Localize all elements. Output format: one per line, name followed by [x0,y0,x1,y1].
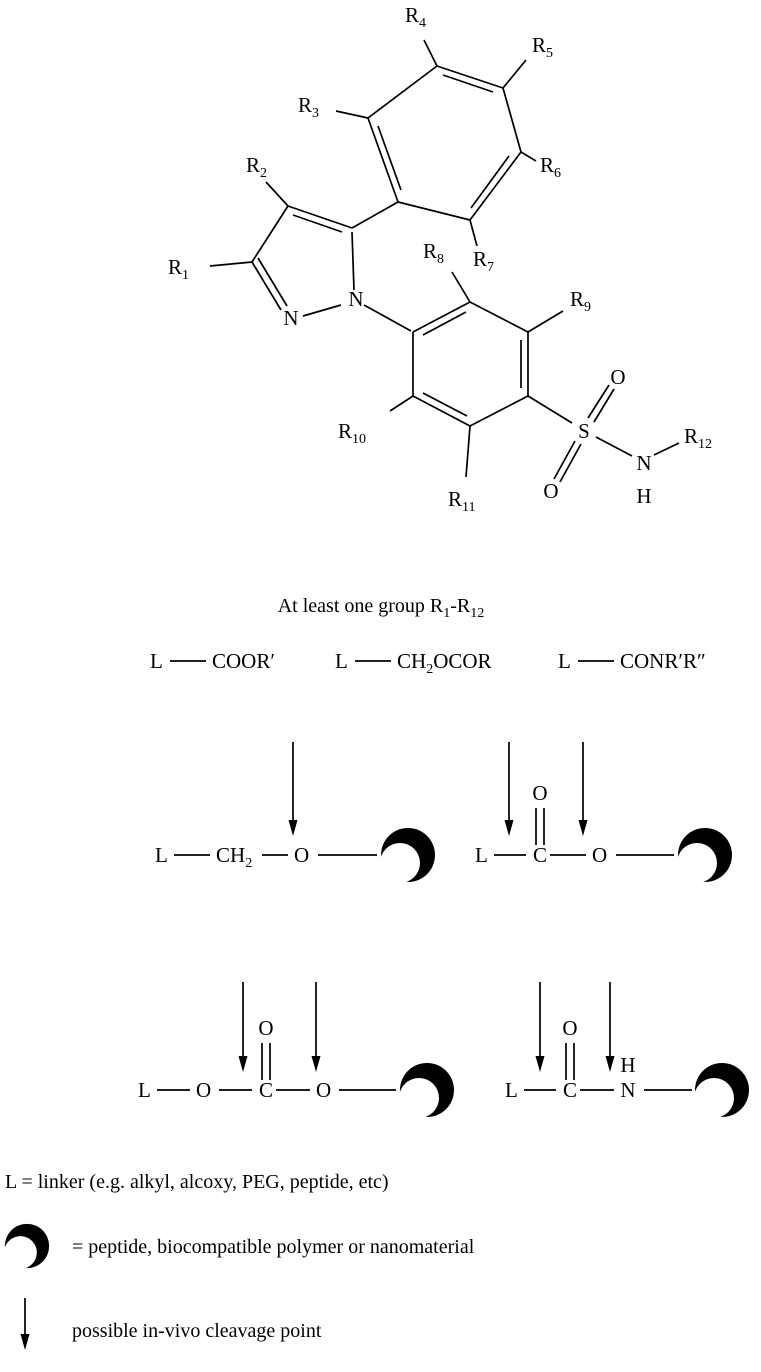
sulfonyl-oxygen-top-label: O [610,365,625,389]
formula-acyloxymethyl-l: L [335,649,348,673]
r12-label: R12 [684,424,712,452]
r7-label: R7 [473,247,494,275]
cleavage-arrow [535,982,545,1072]
r5-label: R5 [532,33,553,61]
legend-cleavage-text: possible in-vivo cleavage point [72,1320,322,1342]
ether-o-label: O [294,843,309,867]
ester-linkage-diagram: L C O O [475,742,732,883]
r11-label: R11 [448,487,476,515]
amide-h-label: H [620,1053,635,1077]
legend-sphere-text: = peptide, biocompatible polymer or nano… [72,1236,475,1258]
pyrazole-ring-bonds [209,181,412,332]
amide-linkage-diagram: L C O N H [505,982,749,1118]
ester-o-label: O [592,843,607,867]
prodrug-formulas: L COOR′ L CH2OCOR L CONR′R″ [150,649,706,677]
ester-c-label: C [533,843,547,867]
top-phenyl-ring-bonds [335,39,537,247]
carbonate-o1-label: O [196,1078,211,1102]
r9-label: R9 [570,287,591,315]
carbonate-linkage-diagram: L O C O O [138,982,454,1118]
cleavage-arrow [504,742,514,836]
legend-linker-text: L = linker (e.g. alkyl, alcoxy, PEG, pep… [5,1171,389,1193]
ester-l-label: L [475,843,488,867]
r6-label: R6 [540,153,561,181]
amide-n-label: N [620,1078,635,1102]
sulfur-label: S [578,419,590,443]
cleavage-arrow [578,742,588,836]
ester-carbonyl-o-label: O [532,781,547,805]
polymer-sphere [677,828,732,883]
lower-phenyl-ring-bonds [389,271,573,478]
r2-label: R2 [246,153,267,181]
carbonate-c-label: C [259,1078,273,1102]
cleavage-arrow [238,982,248,1072]
carbonate-l-label: L [138,1078,151,1102]
r4-label: R4 [405,3,426,31]
formula-amide-group: CONR′R″ [620,649,706,673]
cleavage-arrow-legend [20,1298,30,1350]
polymer-sphere [380,828,435,883]
r8-label: R8 [423,239,444,267]
pyrazole-n1-label: N [348,287,363,311]
r10-label: R10 [338,419,366,447]
formula-amide-l: L [558,649,571,673]
formula-ester-l: L [150,649,163,673]
r1-label: R1 [168,255,189,283]
formula-acyloxymethyl-group: CH2OCOR [397,649,492,677]
sulfonamide-bonds [553,384,680,483]
ether-ch2-label: CH2 [216,843,252,871]
sulfonamide-h-label: H [636,484,651,508]
carbonate-carbonyl-o-label: O [258,1016,273,1040]
cleavage-arrow [605,982,615,1072]
amide-l-label: L [505,1078,518,1102]
polymer-sphere [694,1063,749,1118]
formula-ester-group: COOR′ [212,649,275,673]
polymer-sphere [399,1063,454,1118]
carbonate-o2-label: O [316,1078,331,1102]
sulfonamide-n-label: N [636,451,651,475]
amide-c-label: C [563,1078,577,1102]
ether-l-label: L [155,843,168,867]
sulfonyl-oxygen-bottom-label: O [543,479,558,503]
r3-label: R3 [298,93,319,121]
cleavage-arrow [311,982,321,1072]
ether-linkage-diagram: L CH2 O [155,742,435,883]
cleavage-arrow [288,742,298,836]
polymer-sphere-legend [4,1223,50,1269]
caption-at-least-one-group: At least one group R1-R12 [278,595,485,621]
molecule-structure: N N S O O N H R1 R2 R3 R4 R5 R6 R7 R8 R9… [168,3,712,515]
pyrazole-n2-label: N [283,306,298,330]
legend: L = linker (e.g. alkyl, alcoxy, PEG, pep… [4,1171,475,1350]
amide-carbonyl-o-label: O [562,1016,577,1040]
